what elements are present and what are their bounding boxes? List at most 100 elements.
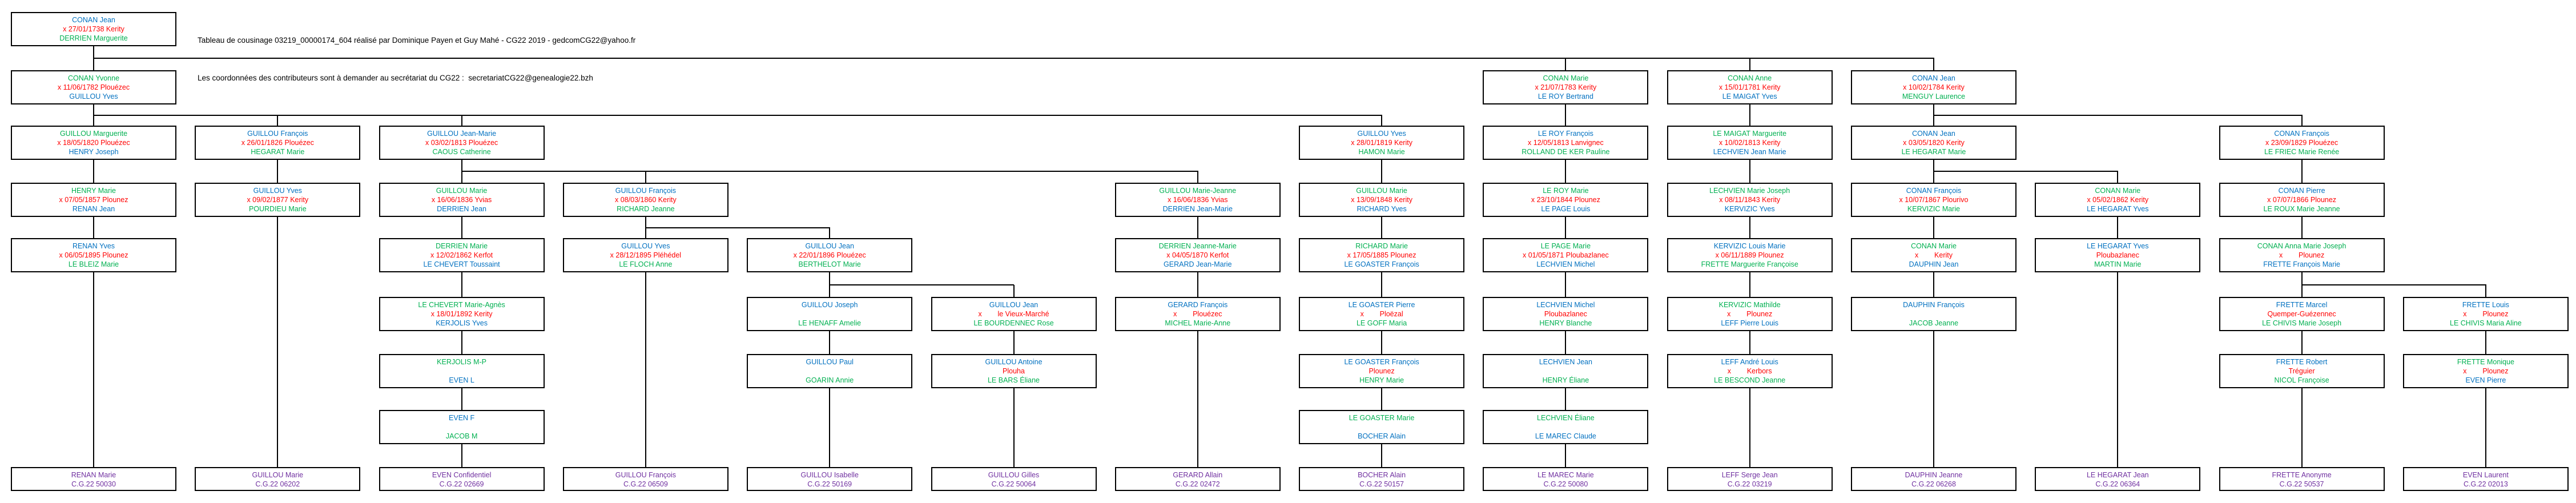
- person-name: HENRY Marie: [71, 187, 116, 195]
- connector-line: [1749, 160, 1750, 183]
- marriage-info: x 06/11/1889 Plounez: [1715, 251, 1784, 259]
- connector-line: [1933, 171, 2119, 172]
- connector-line: [829, 272, 831, 285]
- marriage-info: x Kerbors: [1727, 367, 1772, 375]
- marriage-info: x Kerity: [1915, 251, 1953, 259]
- marriage-info: Ploubazlanec: [1544, 310, 1587, 318]
- connector-line: [2301, 331, 2303, 354]
- connector-line: [1565, 104, 1567, 126]
- connector-line: [1933, 331, 1934, 467]
- connector-line: [1933, 272, 1934, 297]
- person-name: KERVIZIC Louis Marie: [1713, 242, 1786, 250]
- connector-line: [2117, 272, 2119, 467]
- spouse-name: LE BLEIZ Marie: [68, 260, 119, 268]
- person-name: GUILLOU Paul: [806, 358, 854, 366]
- connector-line: [1013, 388, 1015, 467]
- spouse-name: LE MAIGAT Yves: [1722, 92, 1777, 100]
- marriage-info: x 01/05/1871 Ploubazlanec: [1522, 251, 1609, 259]
- spouse-name: MICHEL Marie-Anne: [1165, 319, 1231, 327]
- person-name: GUILLOU François: [247, 130, 308, 138]
- contributor-code: C.G.22 02013: [2463, 480, 2508, 488]
- person-name: CONAN Anne: [1728, 74, 1772, 82]
- person-name: RICHARD Marie: [1355, 242, 1408, 250]
- contributor-name: GUILLOU Gilles: [988, 471, 1040, 479]
- spouse-name: HENRY Éliane: [1542, 376, 1589, 384]
- connector-line: [1749, 388, 1750, 467]
- contributor-code: C.G.22 06509: [623, 480, 668, 488]
- person-name: CONAN Jean: [1912, 130, 1955, 138]
- marriage-info: x 10/02/1784 Kerity: [1903, 83, 1965, 91]
- person-name: GUILLOU Marie: [436, 187, 488, 195]
- spouse-name: LE HEGARAT Yves: [2087, 205, 2149, 213]
- connector-line: [2301, 284, 2486, 285]
- person-name: FRETTE Monique: [2457, 358, 2514, 366]
- connector-line: [829, 284, 1015, 285]
- spouse-name: LE MAREC Claude: [1535, 432, 1596, 440]
- connector-line: [2485, 331, 2486, 354]
- marriage-info: x Ploëzal: [1360, 310, 1403, 318]
- contributor-name: BOCHER Alain: [1358, 471, 1406, 479]
- connector-line: [645, 228, 646, 238]
- person-name: LE CHEVERT Marie-Agnès: [418, 301, 505, 309]
- marriage-info: [381, 422, 542, 432]
- spouse-name: LE BARS Éliane: [987, 376, 1040, 384]
- spouse-name: LE FLOCH Anne: [619, 260, 673, 268]
- connector-line: [1933, 160, 1934, 171]
- spouse-name: LE CHIVIS Maria Aline: [2450, 319, 2522, 327]
- spouse-name: KERVIZIC Yves: [1724, 205, 1775, 213]
- spouse-name: LE PAGE Louis: [1541, 205, 1591, 213]
- marriage-info: x 16/06/1836 Yvias: [431, 196, 492, 204]
- person-name: GUILLOU Antoine: [985, 358, 1043, 366]
- person-name: GUILLOU Marie-Jeanne: [1159, 187, 1237, 195]
- spouse-name: LEFF Pierre Louis: [1721, 319, 1779, 327]
- marriage-info: x 17/05/1885 Plounez: [1347, 251, 1416, 259]
- connector-line: [461, 388, 462, 410]
- connector-line: [1381, 115, 1383, 126]
- person-name: CONAN Jean: [72, 16, 115, 24]
- connector-line: [1197, 331, 1198, 467]
- person-name: GUILLOU Yves: [253, 187, 302, 195]
- connector-line: [93, 272, 94, 467]
- connector-line: [1933, 115, 2303, 116]
- marriage-info: x 12/02/1862 Kerfot: [430, 251, 493, 259]
- spouse-name: LE GOASTER François: [1344, 260, 1419, 268]
- connector-line: [1565, 217, 1567, 238]
- connector-line: [461, 171, 1198, 172]
- marriage-info: x 28/12/1895 Pléhédel: [610, 251, 682, 259]
- connector-line: [461, 444, 462, 467]
- contributor-code: C.G.22 02669: [439, 480, 484, 488]
- connector-line: [1749, 217, 1750, 238]
- person-name: LECHVIEN Jean: [1539, 358, 1592, 366]
- marriage-info: [381, 367, 542, 376]
- connector-line: [1749, 272, 1750, 297]
- person-name: RENAN Yves: [72, 242, 115, 250]
- person-name: CONAN François: [1906, 187, 1962, 195]
- marriage-info: x 21/07/1783 Kerity: [1535, 83, 1597, 91]
- person-name: LE GOASTER François: [1344, 358, 1419, 366]
- title-line-2: Les coordonnées des contributeurs sont à…: [198, 74, 593, 82]
- connector-line: [1933, 104, 1934, 115]
- spouse-name: LE ROUX Marie Jeanne: [2263, 205, 2340, 213]
- contributor-code: C.G.22 03219: [1727, 480, 1772, 488]
- marriage-info: x 09/02/1877 Kerity: [247, 196, 309, 204]
- connector-line: [1197, 272, 1198, 297]
- person-name: GUILLOU Yves: [621, 242, 670, 250]
